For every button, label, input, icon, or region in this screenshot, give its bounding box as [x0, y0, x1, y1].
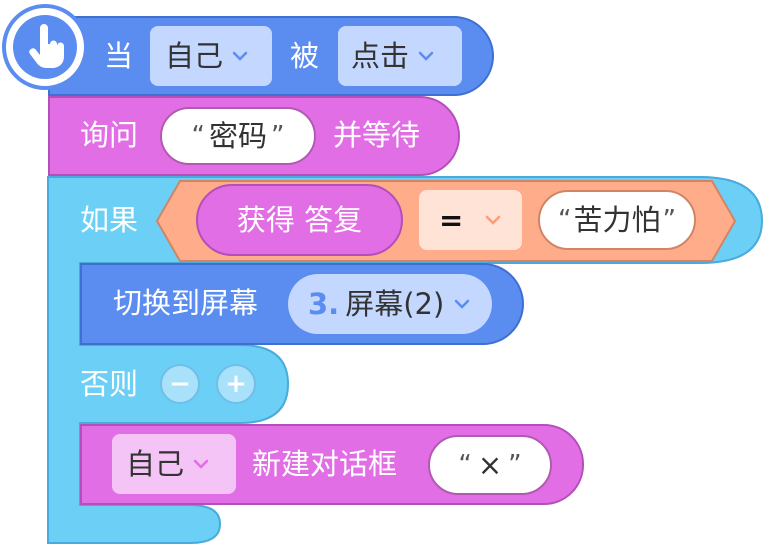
event-target-value: 自己 [165, 38, 224, 73]
plus-icon: + [225, 369, 247, 399]
ask-prompt-input[interactable]: “ 密码 ” [160, 107, 316, 165]
ask-tail-label: 并等待 [333, 118, 421, 152]
quote-open: “ [191, 121, 205, 151]
event-type-dropdown[interactable]: 点击 [338, 26, 462, 86]
quote-open: “ [458, 450, 472, 480]
operator-dropdown[interactable]: = [419, 190, 522, 250]
switch-screen-label: 切换到屏幕 [113, 286, 259, 320]
chevron-down-icon [193, 459, 209, 469]
get-answer-block[interactable]: 获得 答复 [196, 184, 403, 256]
remove-branch-button[interactable]: − [160, 364, 200, 404]
event-type-value: 点击 [351, 38, 410, 73]
dialog-value-text: × [477, 447, 503, 482]
chevron-down-icon [455, 299, 470, 309]
if-label: 如果 [80, 203, 139, 237]
compare-value-text: 苦力怕 [573, 202, 661, 237]
quote-open: “ [558, 205, 572, 235]
minus-icon: − [169, 369, 191, 399]
quote-close: ” [662, 205, 676, 235]
new-dialog-label: 新建对话框 [252, 447, 398, 481]
chevron-down-icon [418, 51, 434, 61]
screen-name: 屏幕(2) [345, 286, 445, 321]
event-target-dropdown[interactable]: 自己 [150, 26, 272, 86]
dialog-target-dropdown[interactable]: 自己 [112, 434, 236, 494]
chevron-down-icon [232, 51, 248, 61]
operator-value: = [439, 202, 464, 237]
get-answer-label: 获得 答复 [236, 202, 363, 237]
compare-value-input[interactable]: “ 苦力怕 ” [538, 190, 696, 250]
quote-close: ” [271, 121, 285, 151]
dialog-target-value: 自己 [126, 446, 185, 481]
screen-dropdown[interactable]: 3. 屏幕(2) [288, 274, 492, 334]
ask-label: 询问 [80, 118, 139, 152]
dialog-value-input[interactable]: “ × ” [428, 435, 552, 495]
quote-close: ” [508, 450, 522, 480]
else-label: 否则 [80, 367, 139, 401]
ask-prompt-text: 密码 [208, 118, 267, 153]
screen-number: 3. [308, 286, 340, 321]
chevron-down-icon [486, 215, 501, 225]
add-branch-button[interactable]: + [216, 364, 256, 404]
hand-pointer-icon [29, 24, 64, 68]
event-when-label: 当 [104, 39, 134, 73]
event-verb-label: 被 [290, 39, 320, 73]
